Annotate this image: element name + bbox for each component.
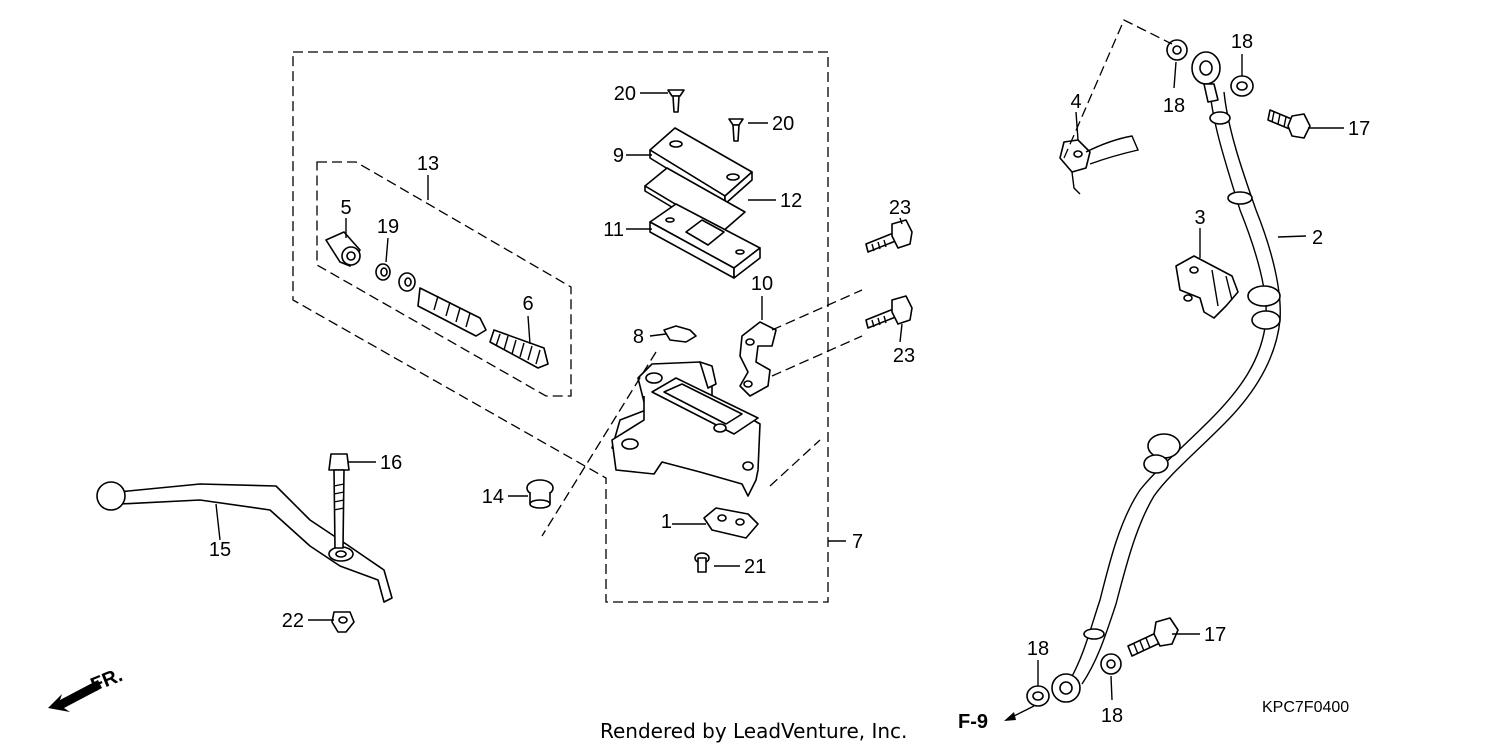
callout-19: 19 <box>377 216 399 238</box>
callout-2: 2 <box>1312 227 1323 249</box>
front-marker: FR. <box>88 664 126 696</box>
washer-18d <box>1100 653 1122 675</box>
screw-20a <box>667 89 685 113</box>
brake-hose-2 <box>1069 91 1281 685</box>
washer-18b <box>1230 75 1254 97</box>
callout-20-left: 20 <box>614 83 636 105</box>
pivot-bolt-16 <box>328 453 350 549</box>
piston <box>417 287 487 337</box>
washer-ring <box>398 272 416 292</box>
washer-18c <box>1026 685 1050 707</box>
callout-17-lower: 17 <box>1204 624 1226 646</box>
diaphragm-11 <box>649 203 761 279</box>
callout-23-upper: 23 <box>889 197 911 219</box>
banjo-bolt-17a <box>1267 109 1311 139</box>
callout-18-upper-left: 18 <box>1163 95 1185 117</box>
switch-1 <box>703 507 759 539</box>
assembly-outline-13 <box>316 161 572 397</box>
assembly-outline-7 <box>292 51 829 603</box>
diagram-code: KPC7F0400 <box>1262 699 1349 716</box>
credit-text: Rendered by LeadVenture, Inc. <box>600 719 907 743</box>
screw-20b <box>728 118 744 142</box>
leader-lines <box>215 19 1344 701</box>
callout-10: 10 <box>751 273 773 295</box>
nut-22 <box>331 611 355 633</box>
callout-8: 8 <box>633 326 644 348</box>
banjo-lower <box>1051 673 1081 703</box>
callout-9: 9 <box>613 145 624 167</box>
reference-marker: F-9 <box>958 711 988 733</box>
callout-23-lower: 23 <box>893 345 915 367</box>
bolt-23a <box>865 219 913 253</box>
callout-18-upper-right: 18 <box>1231 31 1253 53</box>
callout-21: 21 <box>744 556 766 578</box>
reference-arrow-icon <box>1004 705 1035 721</box>
callout-13: 13 <box>417 153 439 175</box>
callout-7: 7 <box>852 531 863 553</box>
callout-11: 11 <box>603 219 624 241</box>
callout-18-lower-right: 18 <box>1101 705 1123 727</box>
callout-1: 1 <box>661 511 672 533</box>
banjo-upper <box>1191 51 1221 103</box>
front-arrow-icon <box>48 680 102 712</box>
callout-18-lower-left: 18 <box>1027 638 1049 660</box>
callout-3: 3 <box>1194 207 1205 229</box>
callout-12: 12 <box>780 190 802 212</box>
callout-4: 4 <box>1070 91 1081 113</box>
callout-6: 6 <box>522 293 533 315</box>
boot-5 <box>325 231 361 267</box>
callout-17-upper: 17 <box>1348 118 1370 140</box>
bolt-23b <box>865 295 913 329</box>
callout-15: 15 <box>209 539 231 561</box>
callout-16: 16 <box>380 452 402 474</box>
spring-6 <box>489 329 549 369</box>
bracket-4 <box>1059 135 1139 195</box>
clamp-3 <box>1175 255 1239 319</box>
holder-10 <box>739 321 777 397</box>
bracket-8 <box>663 325 697 343</box>
callout-20-right: 20 <box>772 113 794 135</box>
callout-14: 14 <box>482 486 504 508</box>
brake-lever-15 <box>96 481 393 603</box>
screw-21 <box>694 552 710 573</box>
banjo-bolt-17b <box>1127 617 1179 657</box>
cap-14 <box>526 479 554 509</box>
master-cylinder-body <box>611 361 761 497</box>
callout-labels: 1 2 3 4 5 6 7 8 9 10 11 12 13 14 15 16 1… <box>209 31 1370 727</box>
callout-22: 22 <box>282 610 304 632</box>
callout-5: 5 <box>340 197 351 219</box>
washer-18a <box>1166 39 1188 61</box>
circlip-19 <box>375 263 391 281</box>
